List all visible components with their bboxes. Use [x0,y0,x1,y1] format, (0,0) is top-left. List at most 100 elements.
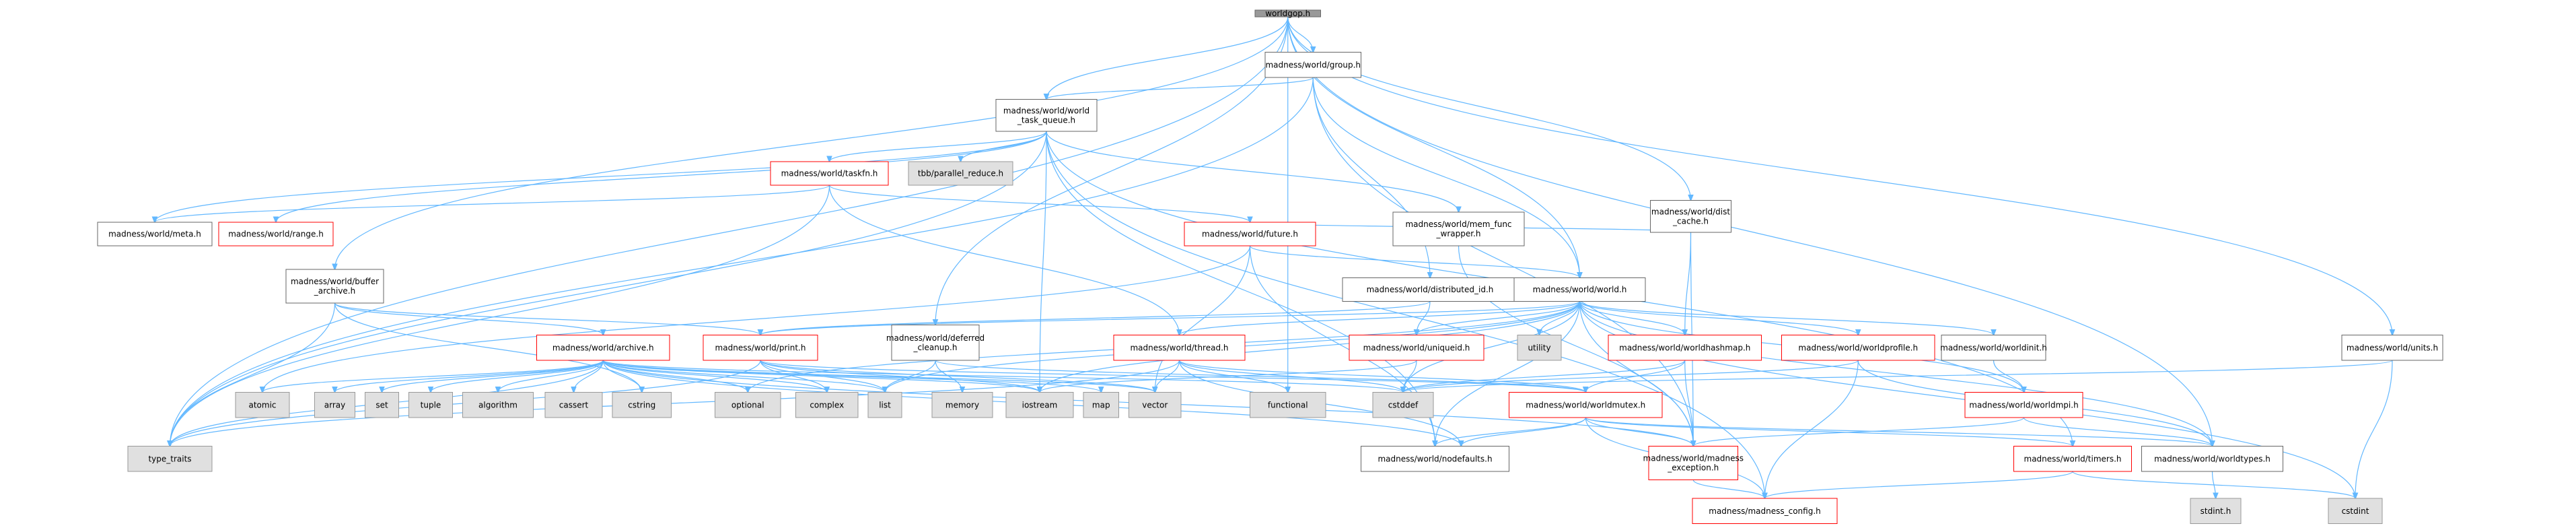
node-distributed_id[interactable]: madness/world/distributed_id.h [1342,277,1518,302]
node-tuple[interactable]: tuple [408,392,453,418]
node-tbb[interactable]: tbb/parallel_reduce.h [908,161,1013,186]
node-box-group [1264,52,1361,78]
node-worldgop[interactable]: worldgop.h [1254,9,1321,18]
node-nodefaults[interactable]: madness/world/nodefaults.h [1361,446,1509,472]
node-memory[interactable]: memory [931,392,993,418]
node-box-uniqueid [1349,335,1484,361]
node-meta[interactable]: madness/world/meta.h [97,222,213,246]
node-atomic[interactable]: atomic [235,392,290,418]
node-box-worldgop [1254,9,1321,18]
edge-world-to-uniqueid [1417,301,1581,335]
node-uniqueid[interactable]: madness/world/uniqueid.h [1349,335,1484,361]
node-label-worldmpi: madness/world/worldmpi.h [1969,400,2078,409]
node-box-future [1184,222,1316,246]
node-dist_cache[interactable]: madness/world/dist_cache.h [1650,200,1731,233]
node-print[interactable]: madness/world/print.h [703,335,818,361]
node-worldmutex[interactable]: madness/world/worldmutex.h [1509,392,1663,418]
node-vector[interactable]: vector [1129,392,1182,418]
node-range[interactable]: madness/world/range.h [218,222,334,246]
dependency-edges [155,16,2392,498]
node-worldinit[interactable]: madness/world/worldinit.h [1940,335,2047,361]
header-nodes: worldgop.h madness/world/group.h madness/w… [97,9,2443,524]
node-worldhashmap[interactable]: madness/world/worldhashmap.h [1608,335,1762,361]
node-label-print: madness/world/print.h [715,343,806,352]
edge-world-to-worldprofile [1579,300,1859,335]
node-box-units [2341,335,2443,361]
node-label-worldinit: madness/world/worldinit.h [1940,343,2047,352]
node-cstddef[interactable]: cstddef [1372,392,1434,418]
node-type_traits[interactable]: type_traits [127,446,213,472]
node-cstring[interactable]: cstring [612,392,672,418]
node-future[interactable]: madness/world/future.h [1184,222,1316,246]
node-label-complex: complex [810,400,844,409]
node-buffer_archive[interactable]: madness/world/buffer_archive.h [285,269,384,304]
node-mem_func_wrapper[interactable]: madness/world/mem_func_wrapper.h [1392,211,1525,246]
node-worldtypes[interactable]: madness/world/worldtypes.h [2141,446,2283,472]
node-label-deferred_cleanup: madness/world/deferred [886,333,985,343]
node-label-distributed_id: madness/world/distributed_id.h [1367,285,1494,294]
node-label-mem_func_wrapper: madness/world/mem_func [1405,220,1511,229]
node-label-atomic: atomic [248,400,276,409]
node-label-uniqueid: madness/world/uniqueid.h [1363,343,1470,352]
edge-deferred_cleanup-to-list [885,360,936,393]
node-madness_config[interactable]: madness/madness_config.h [1692,498,1838,524]
node-cassert[interactable]: cassert [544,392,603,418]
edge-future-to-world [1249,245,1580,278]
node-array[interactable]: array [314,392,355,418]
edge-timers-to-madness_config [1765,471,2073,498]
node-label-worldmutex: madness/world/worldmutex.h [1526,400,1645,409]
node-box-type_traits [127,446,213,472]
node-list[interactable]: list [867,392,902,418]
node-label-dist_cache: _cache.h [1672,216,1709,226]
node-box-taskfn [770,161,889,186]
node-world_task_queue[interactable]: madness/world/world_task_queue.h [995,99,1098,132]
node-cstdint[interactable]: cstdint [2328,498,2383,524]
node-box-cstdint [2328,498,2383,524]
node-worldprofile[interactable]: madness/world/worldprofile.h [1781,335,1935,361]
node-label-world: madness/world/world.h [1533,285,1627,294]
node-box-map [1083,392,1119,418]
node-algorithm[interactable]: algorithm [462,392,534,418]
node-units[interactable]: madness/world/units.h [2341,335,2443,361]
node-timers[interactable]: madness/world/timers.h [2013,446,2132,472]
node-iostream[interactable]: iostream [1005,392,1074,418]
edge-archive-to-complex [602,360,827,393]
node-madness_exception[interactable]: madness/world/madness_exception.h [1643,446,1744,480]
edge-world-to-utility [1540,301,1581,335]
node-box-worldmutex [1509,392,1663,418]
node-box-archive [536,335,670,361]
node-set[interactable]: set [365,392,399,418]
node-label-madness_config: madness/madness_config.h [1709,506,1821,516]
node-functional[interactable]: functional [1250,392,1326,418]
node-box-tbb [908,161,1013,186]
node-utility[interactable]: utility [1517,335,1562,361]
edge-taskfn-to-type_traits [170,185,830,447]
node-worldmpi[interactable]: madness/world/worldmpi.h [1964,392,2083,418]
edge-thread-to-vector [1155,360,1180,393]
node-optional[interactable]: optional [715,392,781,418]
edge-worldhashmap-to-cstddef [1403,360,1686,393]
node-box-worldprofile [1781,335,1935,361]
node-taskfn[interactable]: madness/world/taskfn.h [770,161,889,186]
node-label-tuple: tuple [421,400,441,409]
edge-distributed_id-to-print [760,300,1431,335]
edge-thread-to-type_traits [170,360,1180,447]
node-deferred_cleanup[interactable]: madness/world/deferred_cleanup.h [886,325,985,361]
node-map[interactable]: map [1083,392,1119,418]
edge-world_task_queue-to-tbb [961,131,1047,162]
node-label-algorithm: algorithm [478,400,517,409]
edge-print-to-iostream [760,360,1040,393]
edge-worldgop-to-group [1287,16,1314,53]
edge-worldmutex-to-cstdio [1461,417,1586,447]
node-label-worldhashmap: madness/world/worldhashmap.h [1619,343,1750,352]
node-complex[interactable]: complex [795,392,859,418]
edge-world-to-madness_exception [1579,301,1694,447]
node-group[interactable]: madness/world/group.h [1264,52,1361,78]
node-world[interactable]: madness/world/world.h [1513,277,1646,302]
node-stdint[interactable]: stdint.h [2190,498,2242,524]
edge-worldmutex-to-worldtypes [1585,417,2212,447]
edge-worldinit-to-worldmpi [1993,360,2024,393]
edge-dist_cache-to-worldhashmap [1685,232,1692,335]
node-thread[interactable]: madness/world/thread.h [1113,335,1246,361]
node-archive[interactable]: madness/world/archive.h [536,335,670,361]
